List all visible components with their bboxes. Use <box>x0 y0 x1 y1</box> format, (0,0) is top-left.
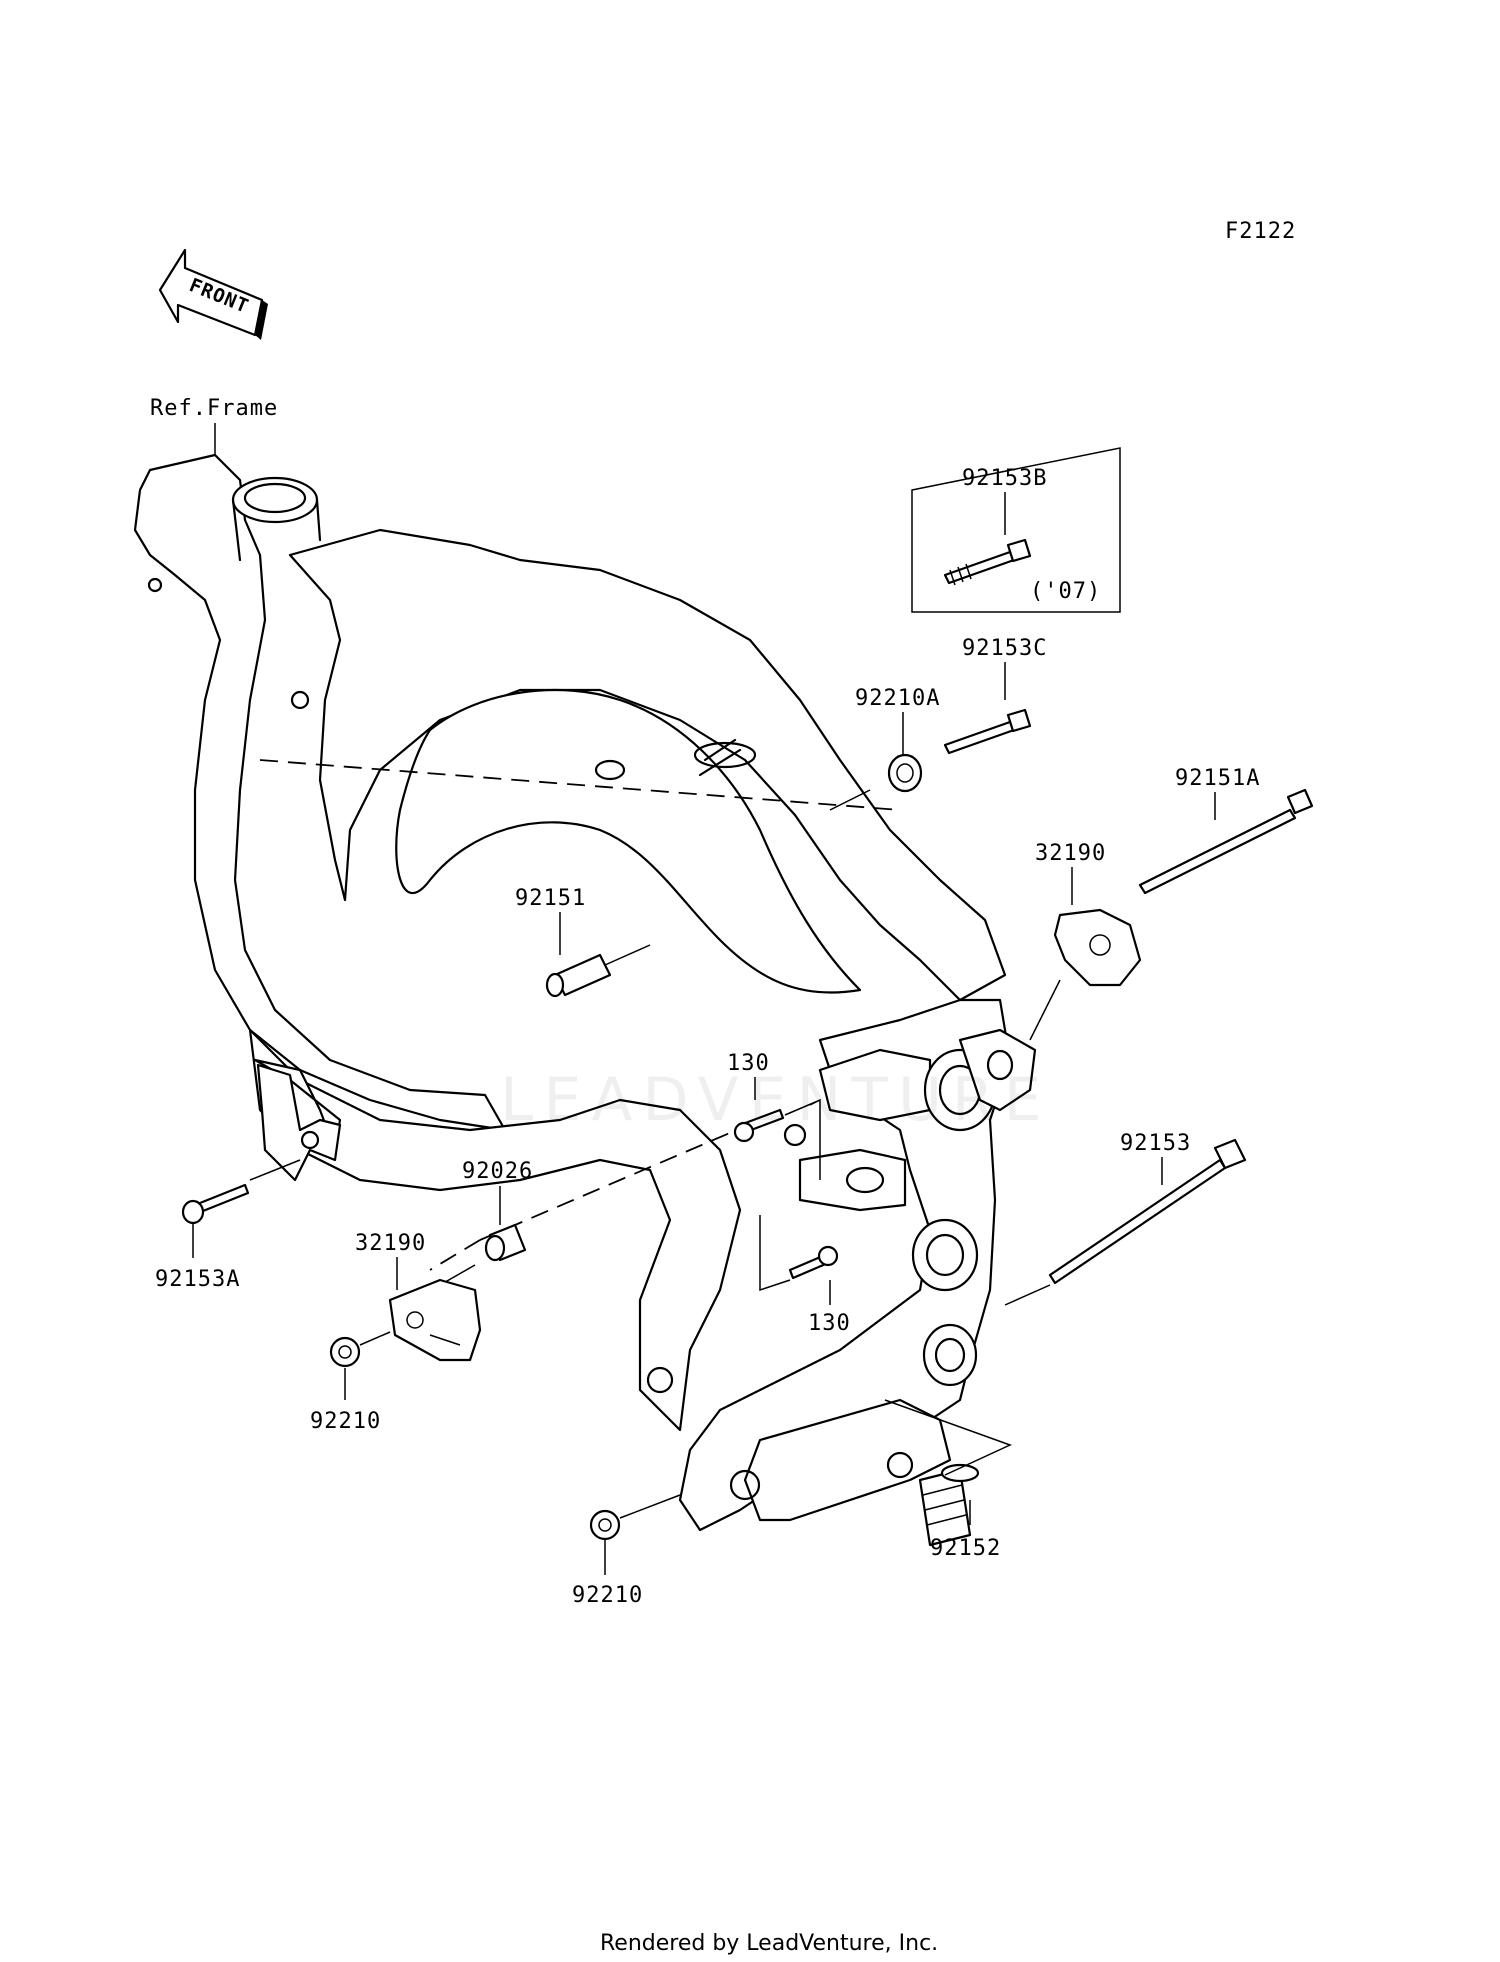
part-label-92153a: 92153A <box>155 1267 240 1292</box>
bushing-92152-icon <box>918 1463 980 1547</box>
bolt-92153c-icon <box>943 708 1032 755</box>
part-label-32190-left: 32190 <box>355 1231 426 1256</box>
bolt-130-top-icon <box>733 1108 785 1143</box>
footer-credit: Rendered by LeadVenture, Inc. <box>600 1931 938 1956</box>
bolt-92153a-icon <box>181 1183 250 1225</box>
bolt-92153b-icon <box>943 538 1032 586</box>
watermark: LEADVENTURE <box>500 1065 1052 1135</box>
nut-92210-bottom-icon <box>589 1509 621 1541</box>
part-label-92210-bottom: 92210 <box>572 1583 643 1608</box>
ref-frame-label: Ref.Frame <box>150 396 278 421</box>
bolt-92151-icon <box>545 953 612 998</box>
bracket-32190-left-icon <box>388 1278 482 1362</box>
part-label-92153b: 92153B <box>962 466 1047 491</box>
bolt-130-bottom-icon <box>788 1245 839 1280</box>
inset-note: ('07) <box>1030 579 1101 604</box>
part-label-130-top: 130 <box>727 1051 770 1076</box>
bolt-92153-icon <box>1048 1138 1247 1285</box>
part-label-92151: 92151 <box>515 886 586 911</box>
part-label-92152: 92152 <box>930 1536 1001 1561</box>
part-label-92026: 92026 <box>462 1159 533 1184</box>
part-label-92151a: 92151A <box>1175 766 1260 791</box>
part-label-92210-left: 92210 <box>310 1409 381 1434</box>
part-label-32190-right: 32190 <box>1035 841 1106 866</box>
part-label-92210a: 92210A <box>855 686 940 711</box>
part-label-130-bottom: 130 <box>808 1311 851 1336</box>
inset-box-92153b: 92153B ('07) <box>911 447 1121 613</box>
nut-92210-left-icon <box>329 1336 361 1368</box>
diagram-code: F2122 <box>1225 219 1296 244</box>
front-arrow-icon: FRONT <box>158 248 268 340</box>
nut-92210a-icon <box>887 753 923 793</box>
frame-illustration <box>133 453 1037 1532</box>
part-label-92153c: 92153C <box>962 636 1047 661</box>
part-label-92153: 92153 <box>1120 1131 1191 1156</box>
bolt-92151a-icon <box>1138 788 1314 895</box>
bracket-32190-right-icon <box>1053 908 1142 987</box>
alignment-lines <box>259 759 901 1271</box>
spacer-92026-icon <box>484 1223 527 1262</box>
